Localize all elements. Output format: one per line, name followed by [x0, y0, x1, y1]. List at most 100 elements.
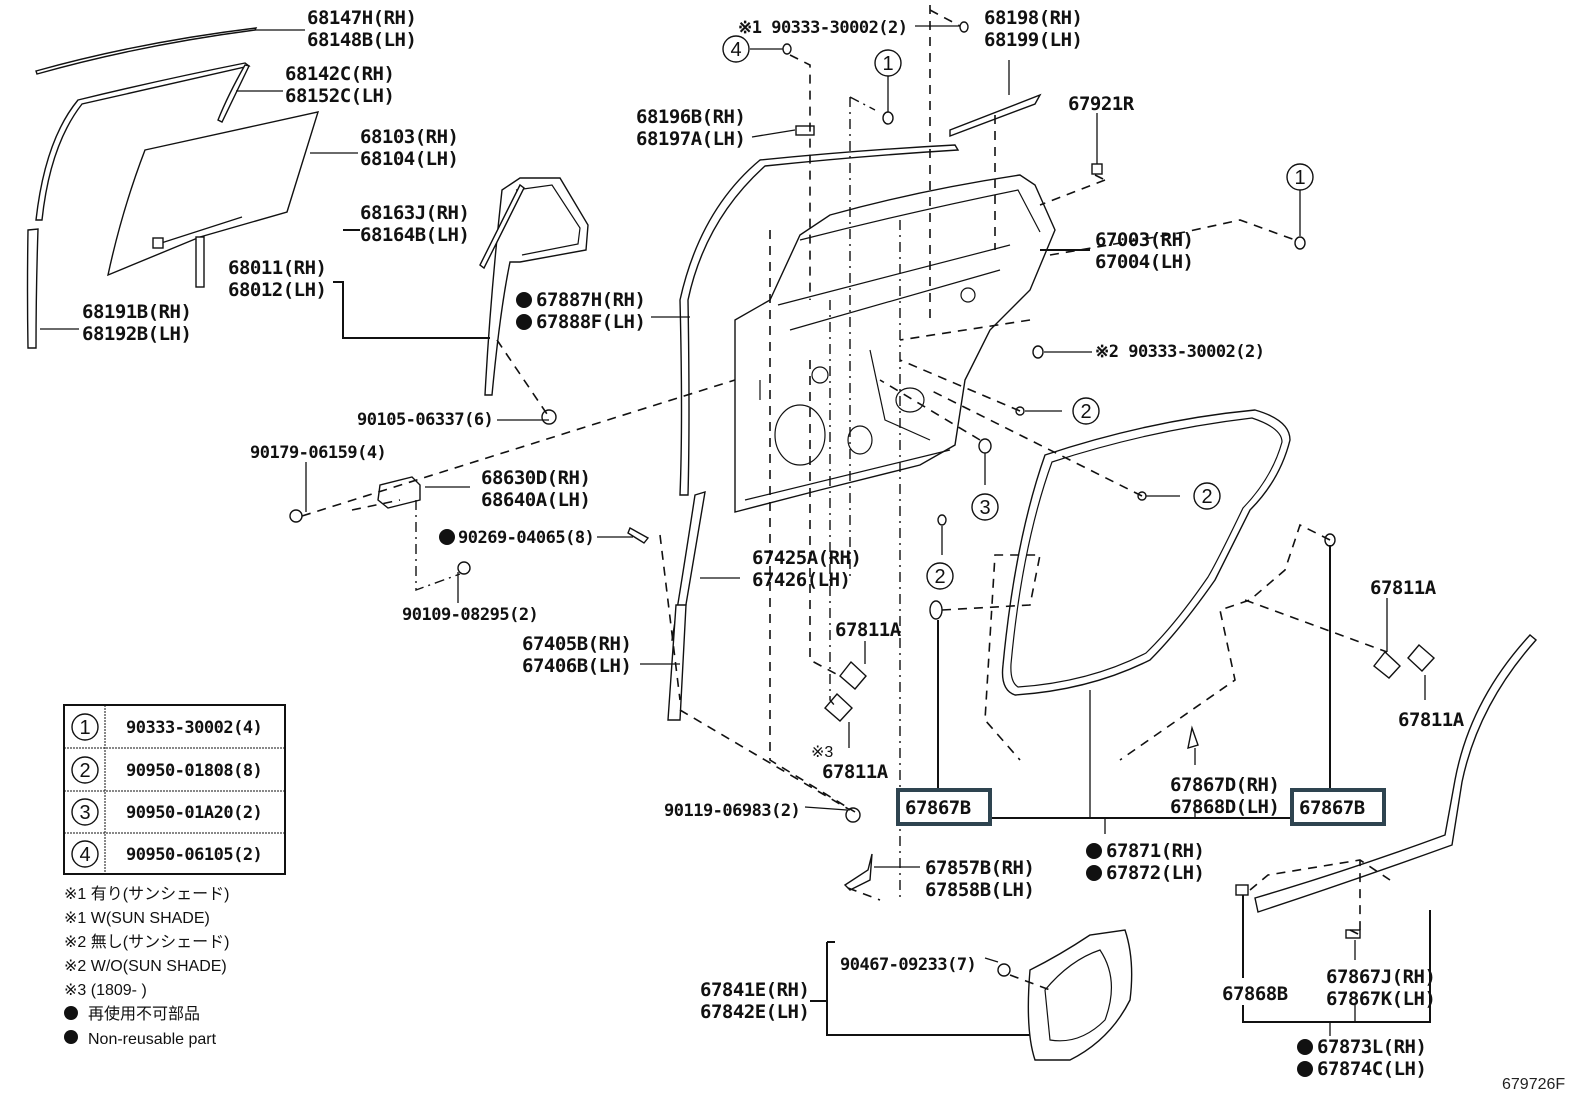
part-number-lh: 68104(LH)	[360, 148, 458, 170]
pad-67811a-4-part	[1407, 644, 1436, 672]
note-line: ※1 W(SUN SHADE)	[64, 910, 210, 927]
door-service-hole-cover-part	[1027, 929, 1133, 1061]
fastener-part-number: 90950-06105(2)	[126, 845, 262, 865]
plug-90333-top	[959, 21, 969, 33]
part-number-lh: 67874C(LH)	[1317, 1058, 1426, 1080]
label-67811a-2: 67811A	[822, 761, 889, 783]
part-number-lh: 68148B(LH)	[307, 29, 416, 51]
label-67887: 67887H(RH) 67888F(LH)	[516, 289, 646, 333]
part-number-rh: 67867D(RH)	[1170, 774, 1279, 796]
legend: 再使用不可部品 Non-reusable part	[64, 1005, 217, 1048]
fastener-row: 1 90333-30002(4)	[71, 713, 263, 741]
legend-text: 再使用不可部品	[88, 1005, 200, 1023]
fastener-row: 4 90950-06105(2)	[71, 840, 263, 868]
part-number-lh: 68164B(LH)	[360, 224, 469, 246]
label-90467: 90467-09233(7)	[840, 955, 976, 975]
label-68191: 68191B(RH) 68192B(LH)	[82, 301, 192, 345]
label-67867j: 67867J(RH) 67867K(LH)	[1326, 966, 1436, 1010]
label-68011: 68011(RH) 68012(LH)	[228, 257, 327, 301]
rocker-molding-part	[1254, 634, 1538, 913]
lower-run-channel-part	[26, 228, 39, 349]
non-reusable-dot-icon	[1297, 1061, 1313, 1077]
label-68196: 68196B(RH) 68197A(LH)	[636, 106, 746, 150]
plug-4	[782, 43, 792, 55]
label-90269: 90269-04065(8)	[439, 528, 595, 548]
callout-2-b: 2	[1193, 482, 1221, 510]
callout-1-right: 1	[1286, 163, 1314, 191]
fastener-ref: 3	[79, 802, 90, 824]
run-channel-upper-part	[35, 62, 251, 221]
label-68147: 68147H(RH) 68148B(LH)	[307, 7, 417, 51]
part-number-lh: 68640A(LH)	[481, 489, 590, 511]
part-number-lh: 67872(LH)	[1106, 862, 1204, 884]
non-reusable-dot-icon	[64, 1030, 78, 1044]
part-number-lh: 68152C(LH)	[285, 85, 394, 107]
part-number-lh: 68192B(LH)	[82, 323, 191, 345]
part-number-rh: 68147H(RH)	[307, 7, 416, 29]
plug-1-right	[1294, 236, 1306, 250]
part-number-rh: 67003(RH)	[1095, 229, 1193, 251]
part-number-rh: 67867J(RH)	[1326, 966, 1435, 988]
note-line: ※2 W/O(SUN SHADE)	[64, 958, 227, 975]
label-67873: 67873L(RH) 67874C(LH)	[1297, 1036, 1427, 1080]
part-number: 90269-04065(8)	[458, 528, 594, 548]
highlighted-part-67867b-left[interactable]: 67867B	[896, 788, 992, 826]
note-ref-3: ※3	[811, 744, 833, 761]
part-number-rh: 68011(RH)	[228, 257, 326, 279]
part-number-lh: 67867K(LH)	[1326, 988, 1435, 1010]
label-68103: 68103(RH) 68104(LH)	[360, 126, 459, 170]
part-number-rh: 67873L(RH)	[1317, 1036, 1426, 1058]
label-67871: 67871(RH) 67872(LH)	[1086, 840, 1205, 884]
fastener-part-number: 90333-30002(4)	[126, 718, 262, 738]
outer-belt-molding-part	[35, 27, 258, 75]
part-number-lh: 67858B(LH)	[925, 879, 1034, 901]
part-number-lh: 68197A(LH)	[636, 128, 745, 150]
highlighted-part-67867b-right[interactable]: 67867B	[1290, 788, 1386, 826]
part-number-rh: 67425A(RH)	[752, 547, 861, 569]
part-number-rh: 68630D(RH)	[481, 467, 590, 489]
fastener-row: 2 90950-01808(8)	[71, 756, 263, 784]
label-67811a-3: 67811A	[1370, 577, 1437, 599]
note-line: ※3 (1809- )	[64, 982, 147, 999]
door-opening-weatherstrip-part	[1001, 409, 1291, 696]
fastener-part-number: 90950-01808(8)	[126, 761, 262, 781]
protector-67857-part	[843, 853, 873, 891]
label-67003: 67003(RH) 67004(LH)	[1095, 229, 1194, 273]
pad-67811a-3-part	[1373, 650, 1401, 679]
bolt-90119-part	[845, 807, 861, 823]
bolt-90109-part	[457, 561, 471, 575]
part-number-lh: 68199(LH)	[984, 29, 1082, 51]
legend-item: Non-reusable part	[64, 1030, 217, 1048]
plug-90333-mid	[1032, 345, 1044, 359]
clip-67867d-part	[1187, 725, 1199, 750]
fastener-ref: 2	[79, 760, 90, 782]
pad-67811a-1-part	[839, 660, 867, 690]
label-67857: 67857B(RH) 67858B(LH)	[925, 857, 1035, 901]
notes: ※1 有り(サンシェード) ※1 W(SUN SHADE) ※2 無し(サンシェ…	[64, 885, 229, 999]
label-90333-top: ※1 90333-30002(2)	[738, 18, 908, 38]
callout-number: 4	[730, 39, 741, 61]
part-number-rh: 68103(RH)	[360, 126, 458, 148]
label-90109: 90109-08295(2)	[402, 605, 538, 625]
callout-number: 1	[1294, 167, 1305, 189]
callout-2-c: 2	[926, 562, 954, 590]
callout-number: 2	[1080, 401, 1091, 423]
note-line: ※1 有り(サンシェード)	[64, 885, 229, 903]
label-90119: 90119-06983(2)	[664, 801, 800, 821]
clip-68196-part	[795, 125, 815, 136]
fastener-table: 1 90333-30002(4) 2 90950-01808(8) 3 9095…	[63, 704, 286, 875]
rear-door-panel-part	[734, 174, 1056, 513]
clip-67867b-left-part	[929, 600, 943, 620]
part-number-lh: 68012(LH)	[228, 279, 326, 301]
clip-67867j-part	[1345, 929, 1361, 939]
non-reusable-dot-icon	[1086, 843, 1102, 859]
bolt-90105-part	[541, 409, 557, 425]
part-number-rh: 68191B(RH)	[82, 301, 191, 323]
label-67868b: 67868B	[1222, 983, 1288, 1005]
label-67841: 67841E(RH) 67842E(LH)	[700, 979, 810, 1023]
non-reusable-dot-icon	[64, 1006, 78, 1020]
leader-lines	[40, 25, 1431, 1036]
label-67405: 67405B(RH) 67406B(LH)	[522, 633, 632, 677]
non-reusable-dot-icon	[516, 292, 532, 308]
